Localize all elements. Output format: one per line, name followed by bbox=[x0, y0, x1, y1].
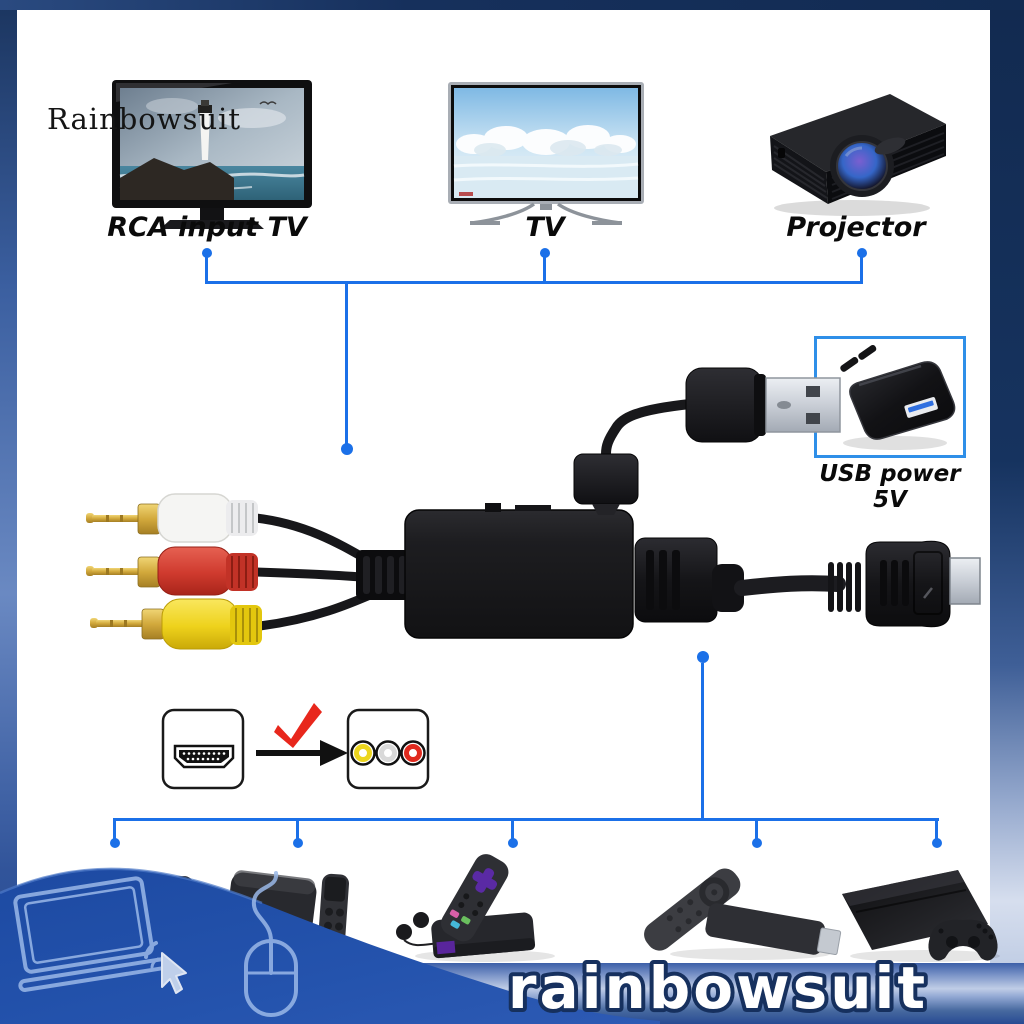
rca-input-tv-image bbox=[112, 80, 312, 250]
connector-line-top-drop bbox=[345, 284, 348, 444]
connector-stub-device-4 bbox=[755, 820, 758, 840]
decorative-wave bbox=[0, 845, 660, 1024]
connector-stub-projector bbox=[860, 253, 863, 283]
usb-power-adapter-box bbox=[814, 336, 966, 458]
projector-image bbox=[740, 86, 955, 218]
projector-illustration bbox=[770, 94, 946, 216]
mouse-icon bbox=[244, 871, 298, 1017]
connector-line-bottom-drop bbox=[701, 663, 704, 820]
tv-image bbox=[448, 82, 644, 250]
tv-illustration bbox=[448, 82, 644, 225]
usb-a-connector bbox=[685, 367, 841, 443]
white-rca-plug bbox=[86, 493, 258, 543]
connector-dot-device-3 bbox=[508, 838, 518, 848]
converter-body bbox=[404, 509, 634, 639]
wave-illustration bbox=[0, 867, 660, 1024]
connector-dot-device-2 bbox=[293, 838, 303, 848]
converter-illustration bbox=[86, 367, 981, 650]
connector-line-top-horizontal bbox=[205, 281, 863, 284]
hdmi-plug-right bbox=[828, 540, 981, 628]
connector-dot-device-1 bbox=[110, 838, 120, 848]
watermark-bottom-text: rainbowsuit bbox=[508, 958, 928, 1022]
click-cursor-icon bbox=[144, 941, 187, 994]
red-rca-plug bbox=[86, 546, 258, 596]
connector-line-bottom-horizontal bbox=[113, 818, 939, 821]
connector-stub-device-3 bbox=[511, 820, 514, 840]
label-projector: Projector bbox=[786, 212, 926, 243]
label-rca-input-tv: RCA input TV bbox=[107, 212, 307, 243]
connector-stub-device-5 bbox=[935, 820, 938, 840]
connector-dot-converter bbox=[697, 651, 709, 663]
fire-tv-stick-image bbox=[644, 868, 842, 960]
label-usb-power: USB power 5V bbox=[819, 461, 961, 513]
connector-stub-device-2 bbox=[296, 820, 299, 840]
connector-stub-rca-tv bbox=[205, 253, 208, 283]
hdmi-plug-left bbox=[634, 537, 744, 623]
hdmi-to-rca-icon bbox=[161, 703, 430, 790]
conversion-diagram bbox=[150, 698, 450, 798]
connector-dot-device-5 bbox=[932, 838, 942, 848]
connector-dot-device-4 bbox=[752, 838, 762, 848]
hdmi-cable bbox=[734, 575, 846, 596]
frame-left-border bbox=[0, 0, 17, 1024]
connector-stub-device-1 bbox=[113, 820, 116, 840]
frame-top-border bbox=[0, 0, 1024, 10]
usb-charger-image bbox=[840, 344, 956, 450]
connector-stub-tv bbox=[543, 253, 546, 283]
label-tv: TV bbox=[525, 212, 565, 243]
watermark-top: Rainbowsuit bbox=[47, 102, 242, 136]
roku-box-image bbox=[396, 854, 555, 962]
rca-tv-illustration bbox=[112, 80, 312, 229]
ps3-console-image bbox=[842, 870, 1000, 962]
yellow-rca-plug bbox=[90, 598, 262, 650]
watermark-bottom: rainbowsuit bbox=[504, 958, 929, 1024]
frame-right-border bbox=[990, 0, 1024, 1024]
converter-product-image bbox=[60, 360, 1010, 670]
red-checkmark-icon bbox=[274, 703, 322, 748]
ps3-controller-image bbox=[928, 919, 998, 961]
micro-usb-plug bbox=[573, 453, 639, 515]
connector-dot-top-drop bbox=[341, 443, 353, 455]
